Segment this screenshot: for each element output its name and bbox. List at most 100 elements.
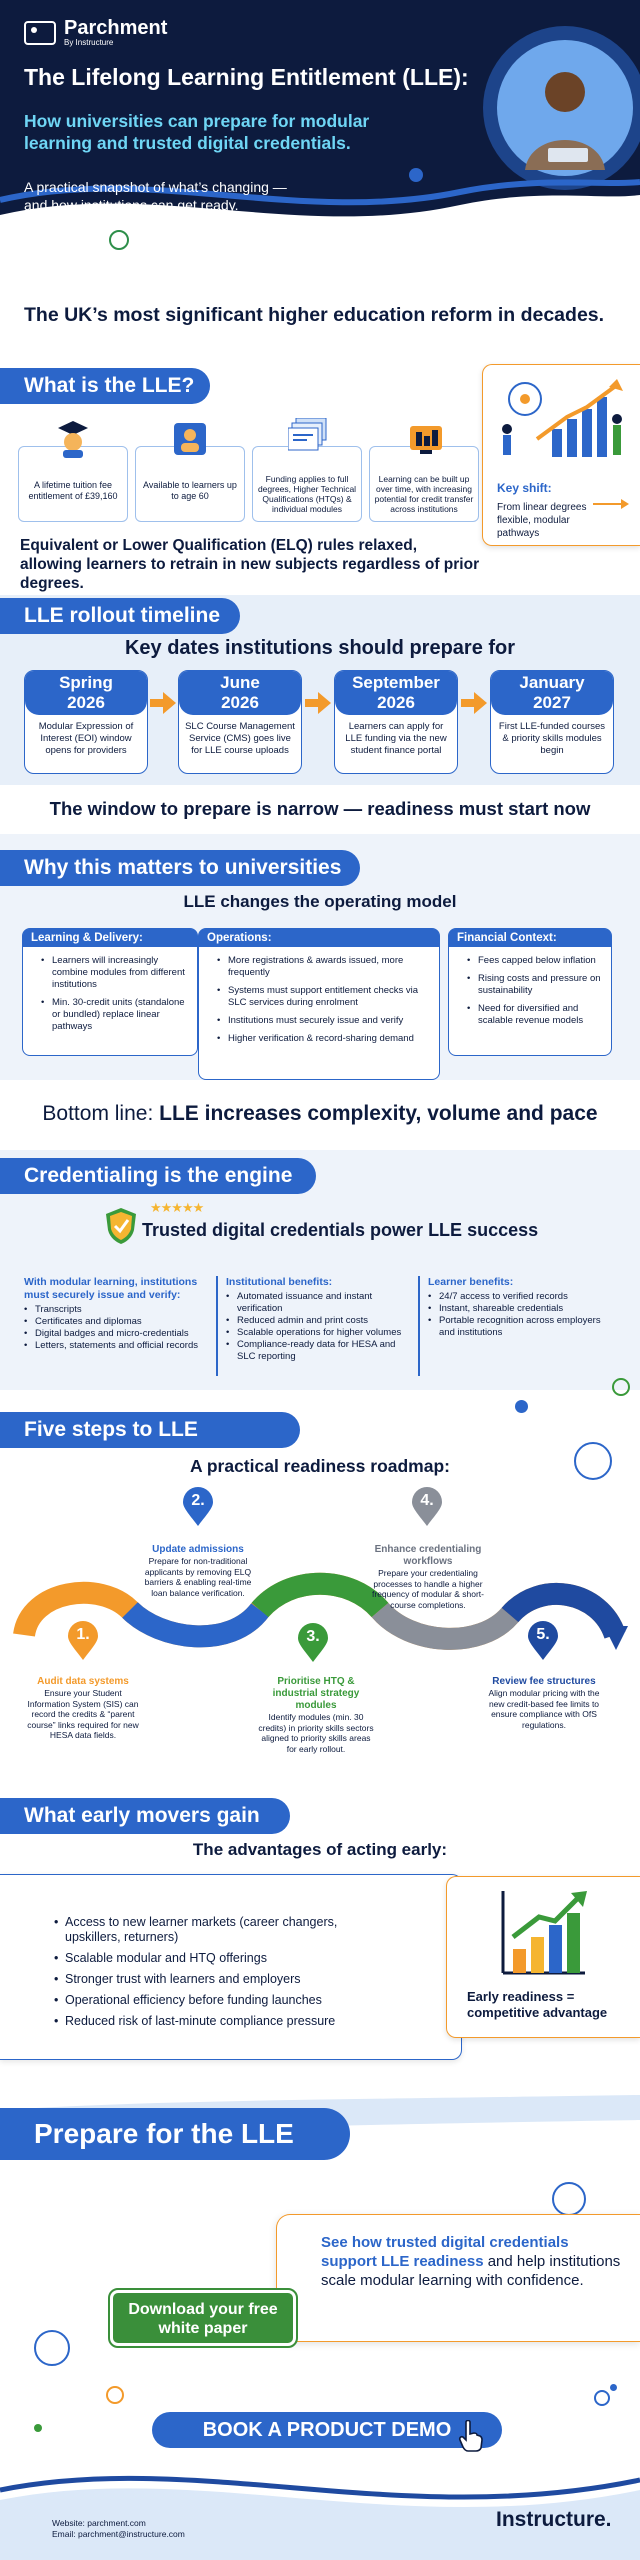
list-item: Compliance-ready data for HESA and SLC r… bbox=[226, 1339, 410, 1363]
early-callout: Early readiness = competitive advantage bbox=[446, 1876, 640, 2038]
list-item: Instant, shareable credentials bbox=[428, 1303, 618, 1315]
list-item: Transcripts bbox=[24, 1304, 210, 1316]
early-heading: What early movers gain bbox=[0, 1798, 290, 1834]
why-column-title: Operations: bbox=[199, 929, 439, 947]
decor-dot bbox=[610, 2384, 617, 2391]
list-item: 24/7 access to verified records bbox=[428, 1291, 618, 1303]
step-number: 5. bbox=[536, 1626, 550, 1643]
timeline-item: Spring 2026 Modular Expression of Intere… bbox=[24, 670, 148, 774]
list-item: Learners will increasingly combine modul… bbox=[41, 955, 187, 991]
list-item: Stronger trust with learners and employe… bbox=[54, 1972, 394, 1987]
arrow-right-icon bbox=[461, 690, 487, 716]
instructure-logo: Instructure. bbox=[496, 2508, 612, 2531]
certificate-stack-icon bbox=[287, 417, 328, 456]
credential-col-title: Learner benefits: bbox=[428, 1276, 514, 1288]
why-column: Learning & Delivery: Learners will incre… bbox=[22, 928, 198, 1056]
book-demo-button[interactable]: BOOK A PRODUCT DEMO bbox=[152, 2412, 502, 2448]
bottom-line: Bottom line: LLE increases complexity, v… bbox=[42, 1102, 598, 1125]
footer-email[interactable]: Email: parchment@instructure.com bbox=[52, 2529, 185, 2539]
timeline-year: 2026 bbox=[67, 693, 105, 712]
list-item: Operational efficiency before funding la… bbox=[54, 1993, 394, 2008]
why-column-title: Financial Context: bbox=[449, 929, 611, 947]
step-title: Audit data systems bbox=[37, 1676, 129, 1687]
timeline-month: January bbox=[519, 673, 585, 692]
early-subheading: The advantages of acting early: bbox=[192, 1840, 448, 1859]
timeline-item: January 2027 First LLE-funded courses & … bbox=[490, 670, 614, 774]
list-item: Institutions must securely issue and ver… bbox=[217, 1015, 429, 1027]
list-item: Systems must support entitlement checks … bbox=[217, 985, 429, 1009]
credential-col-title: With modular learning, institutions must… bbox=[24, 1276, 198, 1301]
step-marker: 1. bbox=[66, 1620, 100, 1662]
step-title: Review fee structures bbox=[492, 1676, 596, 1687]
what-is-card-text: A lifetime tuition fee entitlement of £3… bbox=[28, 480, 118, 501]
timeline-month: Spring bbox=[59, 673, 113, 692]
key-shift-label: Key shift: bbox=[497, 481, 552, 495]
list-item: Reduced risk of last-minute compliance p… bbox=[54, 2014, 394, 2029]
decor-ring bbox=[552, 2182, 586, 2216]
step-text-block: Review fee structures Align modular pric… bbox=[482, 1676, 606, 1730]
download-whitepaper-button[interactable]: Download your free white paper bbox=[108, 2288, 298, 2348]
arrow-right-icon bbox=[305, 690, 331, 716]
decor-dot bbox=[34, 2424, 42, 2432]
list-item: Higher verification & record-sharing dem… bbox=[217, 1033, 429, 1045]
timeline-subheading: Key dates institutions should prepare fo… bbox=[124, 637, 516, 659]
early-list-card: Access to new learner markets (career ch… bbox=[0, 1874, 462, 2060]
prepare-heading: Prepare for the LLE bbox=[0, 2108, 350, 2160]
key-shift-text: From linear degrees flexible, modular pa… bbox=[497, 502, 587, 539]
header-subtitle: How universities can prepare for modular… bbox=[24, 111, 370, 153]
header-background-art bbox=[0, 26, 640, 250]
timeline-year: 2026 bbox=[377, 693, 415, 712]
steps-heading: Five steps to LLE readiness bbox=[0, 1412, 300, 1477]
timeline-item: September 2026 Learners can apply for LL… bbox=[334, 670, 458, 774]
decor-ring bbox=[612, 1378, 630, 1396]
cta-card: See how trusted digital credentials supp… bbox=[276, 2214, 640, 2342]
list-item: Need for diversified and scalable revenu… bbox=[467, 1003, 601, 1027]
list-item: Scalable operations for higher volumes bbox=[226, 1327, 410, 1339]
arrow-right-icon bbox=[150, 690, 176, 716]
step-number: 3. bbox=[306, 1628, 320, 1645]
decor-ring bbox=[106, 2386, 124, 2404]
divider bbox=[418, 1276, 420, 1376]
list-item: Automated issuance and instant verificat… bbox=[226, 1291, 410, 1315]
cursor-hand-icon bbox=[458, 2419, 484, 2452]
list-item: Min. 30-credit units (standalone or bund… bbox=[41, 997, 187, 1033]
list-item: Reduced admin and print costs bbox=[226, 1315, 410, 1327]
step-text-block: Prioritise HTQ & industrial strategy mod… bbox=[256, 1676, 376, 1754]
step-marker: 2. bbox=[181, 1486, 215, 1528]
list-item: Access to new learner markets (career ch… bbox=[54, 1915, 394, 1945]
decor-ring bbox=[34, 2330, 70, 2366]
stars-icon: ★★★★★ bbox=[150, 1200, 204, 1215]
credential-col-3: Learner benefits: 24/7 access to verifie… bbox=[428, 1276, 618, 1339]
why-subheading: LLE changes the operating model bbox=[183, 892, 457, 911]
key-shift-card: Key shift: From linear degrees flexible,… bbox=[482, 364, 640, 546]
list-item: More registrations & awards issued, more… bbox=[217, 955, 429, 979]
window-text: The window to prepare is narrow — readin… bbox=[49, 798, 591, 819]
step-text-block: Enhance credentialing workflows Prepare … bbox=[366, 1544, 490, 1610]
parchment-logo: Parchment By Instructure bbox=[24, 18, 167, 48]
step-marker: 3. bbox=[296, 1622, 330, 1664]
logo-name: Parchment bbox=[64, 17, 168, 39]
step-text: Ensure your Student Information System (… bbox=[27, 1688, 139, 1740]
page-title: The Lifelong Learning Entitlement (LLE): bbox=[24, 64, 469, 90]
credential-col-2: Institutional benefits: Automated issuan… bbox=[226, 1276, 410, 1363]
headline: The UK’s most significant higher educati… bbox=[24, 304, 605, 326]
step-marker: 4. bbox=[410, 1486, 444, 1528]
footer-website[interactable]: Website: parchment.com bbox=[52, 2518, 146, 2528]
step-number: 4. bbox=[420, 1492, 434, 1509]
timeline-month: September bbox=[352, 673, 440, 692]
timeline-year: 2026 bbox=[221, 693, 259, 712]
timeline-text: SLC Course Management Service (CMS) goes… bbox=[185, 721, 295, 756]
list-item: Certificates and diplomas bbox=[24, 1316, 210, 1328]
step-title: Prioritise HTQ & industrial strategy mod… bbox=[272, 1676, 360, 1711]
what-is-card-text: Learning can be built up over time, with… bbox=[374, 474, 474, 514]
bar-chart-growth-icon bbox=[499, 1887, 589, 1977]
decor-ring bbox=[574, 1442, 612, 1480]
what-is-cards: A lifetime tuition fee entitlement of £3… bbox=[18, 410, 479, 528]
early-callout-text: Early readiness = competitive advantage bbox=[467, 1989, 608, 2020]
person-id-icon bbox=[173, 422, 207, 456]
step-number: 2. bbox=[191, 1492, 205, 1509]
why-column: Operations: More registrations & awards … bbox=[198, 928, 440, 1080]
list-item: Rising costs and pressure on sustainabil… bbox=[467, 973, 601, 997]
arrow-right-icon bbox=[593, 497, 629, 509]
step-title: Enhance credentialing workflows bbox=[374, 1544, 482, 1567]
